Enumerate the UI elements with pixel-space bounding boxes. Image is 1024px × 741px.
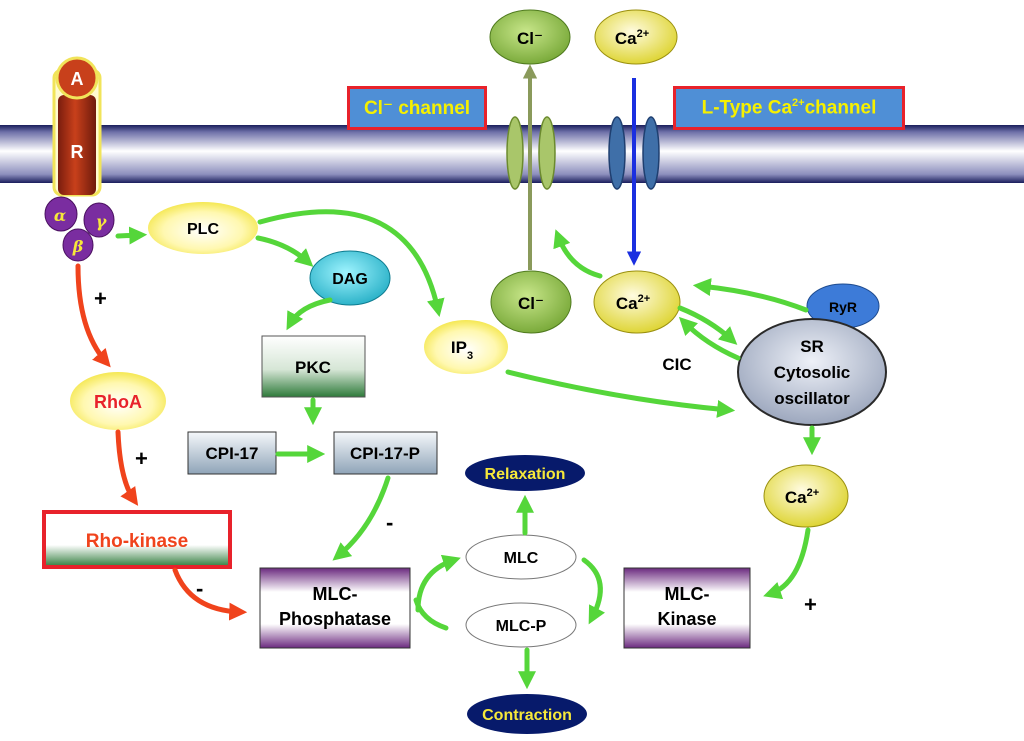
pkc-label: PKC bbox=[295, 358, 331, 377]
cl-ion-intracellular-label: Cl⁻ bbox=[518, 294, 544, 313]
arrow-gprot-to-rhoa bbox=[75, 263, 111, 368]
sr-label-line1: SR bbox=[800, 337, 824, 356]
red-arrows bbox=[75, 263, 248, 621]
mlc-kinase-label-line1: MLC- bbox=[665, 584, 710, 604]
arrow-dag-to-pkc bbox=[286, 297, 333, 331]
relaxation-node bbox=[465, 455, 585, 491]
contraction-label: Contraction bbox=[482, 707, 572, 724]
mlc-kinase-label-line2: Kinase bbox=[657, 609, 716, 629]
arrow-rhoa-to-rhokinase bbox=[115, 429, 139, 506]
arrow-plc-to-dag bbox=[255, 235, 314, 267]
pkc-box bbox=[261, 335, 366, 398]
ca-ion-extracellular-label: Ca2+ bbox=[615, 28, 649, 48]
arrow-ryr-to-ca bbox=[692, 278, 809, 313]
sign-plus-ca-kinase: + bbox=[804, 592, 817, 617]
beta-subunit-label: β bbox=[72, 237, 84, 256]
mlc-kinase-box bbox=[623, 567, 751, 649]
arrow-cpi17p-to-phosphatase bbox=[332, 475, 391, 561]
rhoa-node bbox=[70, 372, 166, 430]
dag-node bbox=[309, 250, 391, 306]
ca-ion-cytosol-label: Ca2+ bbox=[616, 293, 650, 313]
ca-ion-cytosol bbox=[593, 270, 681, 334]
receptor-r-label: R bbox=[71, 142, 84, 162]
rho-kinase-label: Rho-kinase bbox=[86, 531, 188, 552]
plc-node bbox=[148, 202, 258, 254]
arrow-sr-to-ca-cic bbox=[678, 316, 741, 361]
relaxation-label: Relaxation bbox=[485, 466, 566, 483]
ca-ion-released bbox=[763, 464, 849, 528]
arrow-plc-to-ip3 bbox=[257, 209, 445, 318]
ryr-label: RyR bbox=[829, 299, 857, 315]
rhoa-label: RhoA bbox=[94, 392, 142, 412]
mlc-phosphatase-box bbox=[259, 567, 411, 649]
cic-label: CIC bbox=[662, 355, 691, 374]
sign-minus-kinase-phosphatase: - bbox=[196, 576, 204, 601]
cpi17p-label: CPI-17-P bbox=[350, 444, 420, 463]
cpi17-label: CPI-17 bbox=[206, 444, 259, 463]
arrow-rhokinase-to-phosphatase bbox=[172, 567, 248, 621]
arrow-phosphatase-to-mlc bbox=[415, 554, 461, 613]
dag-label: DAG bbox=[332, 271, 368, 288]
arrow-mlcp-to-phosphatase bbox=[413, 597, 449, 631]
g-protein-subunits: α γ β bbox=[44, 196, 115, 262]
arrow-ca-to-mlckinase bbox=[763, 527, 811, 600]
arrow-mlc-to-mlcp bbox=[581, 557, 605, 625]
plc-label: PLC bbox=[187, 221, 219, 238]
cl-channel-pore bbox=[506, 116, 556, 190]
ca-channel-label: L-Type Ca2+channel bbox=[701, 96, 877, 119]
cpi17p-box bbox=[333, 431, 438, 475]
arrow-gprot-to-plc bbox=[115, 226, 148, 245]
arrow-ip3-to-sr bbox=[505, 369, 736, 418]
arrow-ca-to-clchannel bbox=[553, 229, 603, 279]
green-arrows bbox=[115, 209, 821, 690]
mlcp-node bbox=[465, 602, 577, 648]
cl-ion-extracellular-label: Cl⁻ bbox=[517, 29, 543, 48]
ip3-node bbox=[424, 320, 508, 374]
sr-label-line2: Cytosolic bbox=[774, 363, 851, 382]
contraction-node bbox=[467, 694, 587, 734]
ca-channel-pore bbox=[608, 116, 660, 190]
ca-channel-label-box: L-Type Ca2+channel bbox=[673, 86, 905, 130]
sr-oscillator-node bbox=[737, 318, 887, 426]
ca-ion-released-label: Ca2+ bbox=[785, 487, 819, 507]
cl-ion-extracellular bbox=[489, 9, 571, 65]
sign-plus-gprotein-rhoa: + bbox=[94, 286, 107, 311]
mlcp-label: MLC-P bbox=[496, 618, 547, 635]
mlc-node bbox=[465, 534, 577, 580]
mlc-label: MLC bbox=[504, 550, 539, 567]
mlc-phosphatase-label-line2: Phosphatase bbox=[279, 609, 391, 629]
gamma-subunit-label: γ bbox=[96, 212, 108, 231]
cl-ion-intracellular bbox=[490, 270, 572, 334]
cl-channel-label: Cl⁻ channel bbox=[363, 97, 471, 119]
cl-channel-label-box: Cl⁻ channel bbox=[347, 86, 487, 130]
ip3-label: IP3 bbox=[451, 338, 473, 362]
receptor-a-label: A bbox=[71, 69, 84, 89]
alpha-subunit-label: α bbox=[54, 206, 66, 225]
sign-plus-rhoa-kinase: + bbox=[135, 446, 148, 471]
mlc-phosphatase-label-line1: MLC- bbox=[313, 584, 358, 604]
gpcr-receptor: A R bbox=[52, 56, 102, 197]
arrow-ca-to-sr bbox=[677, 305, 738, 345]
ca-ion-extracellular bbox=[594, 9, 678, 65]
rho-kinase-box bbox=[42, 510, 232, 569]
sign-minus-cpi-phosphatase: - bbox=[386, 510, 394, 535]
sr-label-line3: oscillator bbox=[774, 389, 850, 408]
